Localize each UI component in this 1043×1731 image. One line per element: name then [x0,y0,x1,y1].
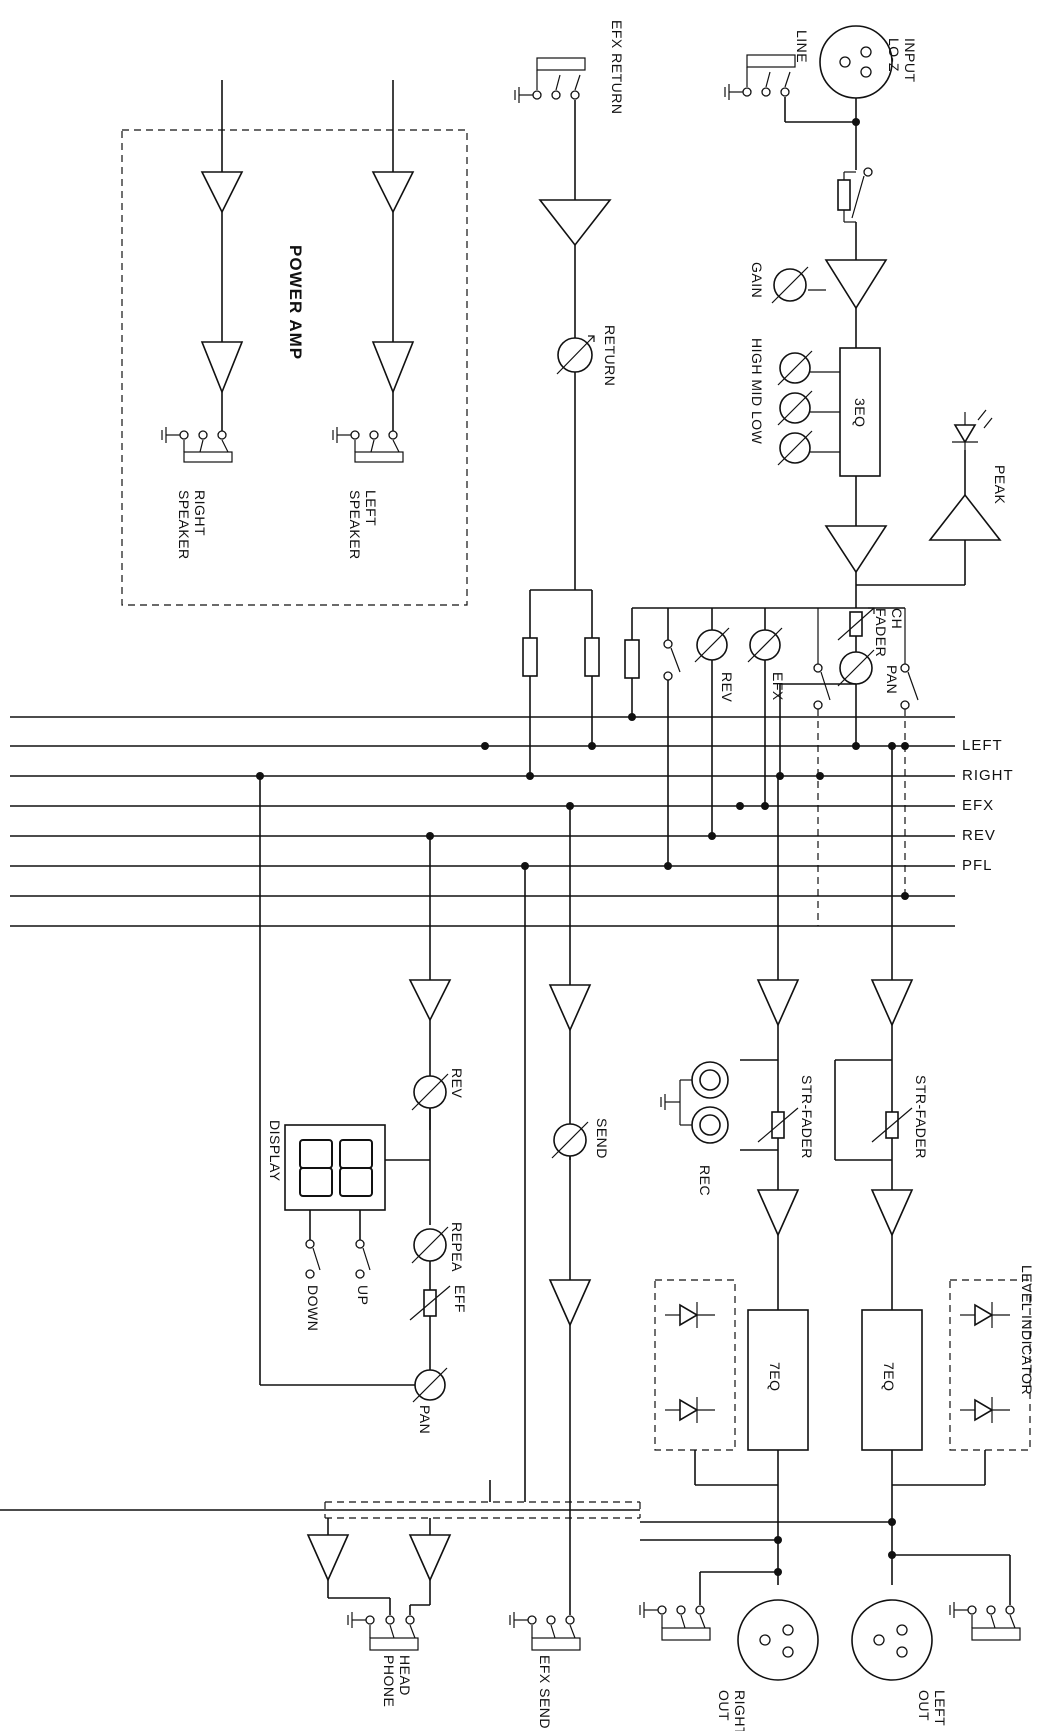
efx-send-jack-icon [509,1612,581,1651]
ch-fader-label: CHFADER [873,608,905,657]
efx-return-label: EFX RETURN [609,20,625,114]
rev-section: REV REPEA EFF PAN DISPLAY [259,776,468,1434]
level-led-right-1-icon [665,1302,715,1328]
high-mid-low-label: HIGH MID LOW [749,338,765,445]
efx-return-jack-icon [514,57,586,103]
right-speaker-jack-icon [161,427,233,463]
headphone-jack-icon [347,1612,419,1651]
seven-segment-display-icon [299,1139,373,1197]
bus-label-right: RIGHT [962,767,1014,784]
str-fader-right-icon [757,1107,799,1143]
line-jack-icon [724,54,796,100]
power-amp-block: POWER AMP RIGHTSPEAKER [121,80,468,606]
right-speaker-label: RIGHTSPEAKER [176,490,208,560]
rec-label: REC [697,1165,713,1196]
rev-level-knob-icon [411,1073,449,1111]
headphone-path: HEADPHONE [0,866,641,1707]
eff-label: EFF [452,1285,468,1313]
mid-knob-icon [777,390,840,426]
rev-knob-label: REV [449,1068,465,1098]
low-knob-icon [777,430,840,466]
send-label: SEND [594,1118,610,1159]
gain-knob-icon [771,266,826,304]
gain-label: GAIN [749,262,765,298]
str-fader-right-label: STR-FADER [799,1075,815,1159]
bus-labels: LEFT RIGHT EFX REV PFL [962,737,1014,874]
level-led-left-2-icon [960,1397,1010,1423]
eq3-label: 3EQ [852,398,868,428]
display-label: DISPLAY [267,1120,283,1182]
efx-send-path: SEND EFX SEND [509,806,610,1729]
input-channel: LINE INPUTLO-Z GAIN 3EQ [624,25,1008,926]
efx-label: EFX [770,672,786,701]
rec-jacks-icon [660,1061,729,1144]
pan-knob-icon [837,649,875,687]
right-out-jack-icon [639,1602,711,1641]
line-label: LINE [794,30,810,63]
left-speaker-jack-icon [332,427,404,463]
bus-label-efx: EFX [962,797,994,814]
input-lo-z-label: INPUTLO-Z [886,38,918,83]
xlr-input-icon [819,25,893,99]
pan-label: PAN [884,665,900,694]
left-out-xlr-icon [851,1599,933,1681]
pan-knob-label: PAN [417,1405,433,1434]
bus-lines [10,716,955,927]
level-led-right-2-icon [665,1397,715,1423]
up-label: UP [355,1285,371,1305]
bus-label-pfl: PFL [962,857,993,874]
master-left: STR-FADER 7EQ LEVEL INDICATOR [640,746,1035,1726]
head-phone-label: HEADPHONE [381,1655,413,1707]
ch-fader-icon [837,607,875,641]
bus-label-rev: REV [962,827,996,844]
send-knob-icon [551,1121,589,1159]
eq7-right-label: 7EQ [767,1362,783,1392]
return-label: RETURN [602,325,618,386]
str-fader-left-label: STR-FADER [913,1075,929,1159]
repea-label: REPEA [449,1222,465,1272]
pan-send-knob-icon [412,1367,448,1403]
right-out-label: RIGHTOUT [716,1690,748,1731]
eff-fader-icon [409,1285,451,1321]
level-led-left-1-icon [960,1302,1010,1328]
str-fader-left-icon [871,1107,913,1143]
extra-junctions [736,772,824,810]
left-out-label: LEFTOUT [916,1690,948,1726]
down-label: DOWN [305,1285,321,1331]
bus-label-left: LEFT [962,737,1003,754]
efx-send-label: EFX SEND [537,1655,553,1729]
return-knob-icon [556,335,595,375]
efx-knob-icon [747,627,783,663]
master-right: STR-FADER 7EQ [639,776,819,1731]
rev-label: REV [719,672,735,702]
rev-knob-icon [694,627,730,663]
efx-return-path: EFX RETURN RETURN [514,20,625,780]
high-knob-icon [777,350,840,386]
left-out-jack-icon [949,1602,1021,1641]
peak-label: PEAK [992,465,1008,505]
peak-led-icon [952,409,993,450]
power-amp-label: POWER AMP [286,245,305,360]
level-indicator-label: LEVEL INDICATOR [1019,1265,1035,1395]
left-speaker-label: LEFTSPEAKER [347,490,379,560]
repeat-knob-icon [411,1226,449,1264]
right-out-xlr-icon [737,1599,819,1681]
eq7-left-label: 7EQ [881,1362,897,1392]
